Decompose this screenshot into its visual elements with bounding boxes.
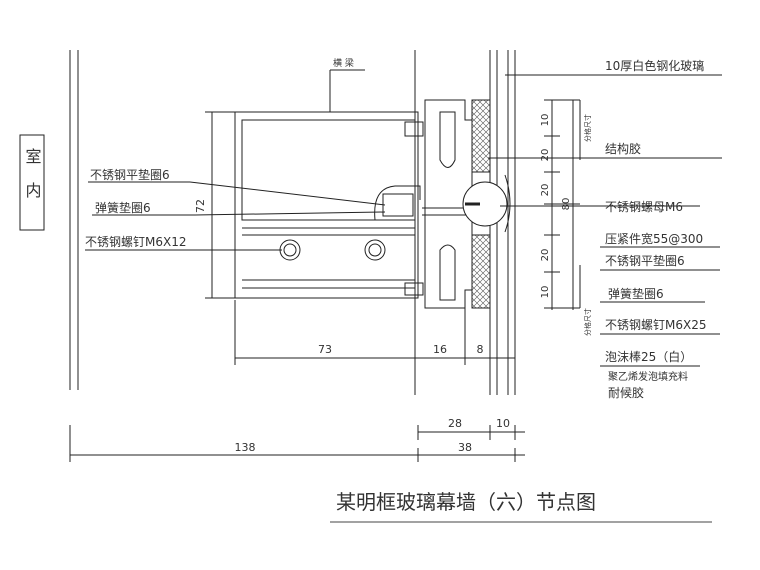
right-callout-7: 不锈钢螺钉M6X25	[605, 318, 706, 332]
foam-rod	[462, 181, 508, 227]
dim-row-2	[417, 425, 525, 440]
v-dim-20-c: 20	[540, 249, 551, 262]
dim-72	[205, 111, 235, 299]
side-note-bottom: 分格尺寸	[583, 308, 592, 336]
left-callout-3: 不锈钢螺钉M6X12	[85, 235, 186, 249]
right-callout-9: 聚乙烯发泡填充料	[608, 370, 688, 383]
right-callout-5: 不锈钢平垫圈6	[605, 253, 685, 268]
side-note-top: 分格尺寸	[583, 114, 592, 142]
left-callout-2: 弹簧垫圈6	[95, 200, 151, 215]
right-callout-6: 弹簧垫圈6	[608, 286, 664, 301]
v-dim-10-top: 10	[540, 114, 551, 127]
dim-28-label: 28	[448, 417, 462, 430]
transom-profile	[234, 111, 424, 299]
room-label: 室内	[23, 148, 42, 216]
dim-72-label: 72	[194, 199, 207, 213]
right-callout-3: 不锈钢螺母M6	[605, 200, 683, 214]
left-callout-lines	[85, 181, 386, 251]
dim-8-label: 8	[477, 343, 484, 356]
left-callout-1: 不锈钢平垫圈6	[90, 167, 170, 182]
wall-lines	[69, 50, 516, 395]
beam-label: 横 梁	[333, 57, 354, 69]
right-callout-lines	[488, 74, 722, 367]
v-dim-20-a: 20	[540, 149, 551, 162]
screw-heads	[279, 239, 386, 261]
structural-sealant-top	[471, 99, 491, 173]
dim-row-1	[234, 300, 515, 365]
structural-sealant-bottom	[471, 234, 491, 309]
dim-16-label: 16	[433, 343, 447, 356]
dim-row-3	[69, 425, 525, 462]
v-dim-20-b: 20	[540, 184, 551, 197]
right-callout-8: 泡沫棒25（白）	[605, 349, 692, 364]
dim-138-label: 138	[235, 441, 256, 454]
v-dim-80: 80	[561, 198, 572, 211]
dim-73-label: 73	[318, 343, 332, 356]
right-callout-2: 结构胶	[605, 141, 641, 156]
room-label-box: 室内	[19, 134, 45, 231]
right-dim-chain	[544, 99, 581, 310]
drawing-title: 某明框玻璃幕墙（六）节点图	[336, 490, 596, 514]
v-dim-10-bottom: 10	[540, 286, 551, 299]
dim-38-label: 38	[458, 441, 472, 454]
right-callout-10: 耐候胶	[608, 385, 644, 400]
right-callout-1: 10厚白色钢化玻璃	[605, 58, 704, 73]
right-callout-4: 压紧件宽55@300	[605, 231, 703, 246]
dim-10-bottom-label: 10	[496, 417, 510, 430]
